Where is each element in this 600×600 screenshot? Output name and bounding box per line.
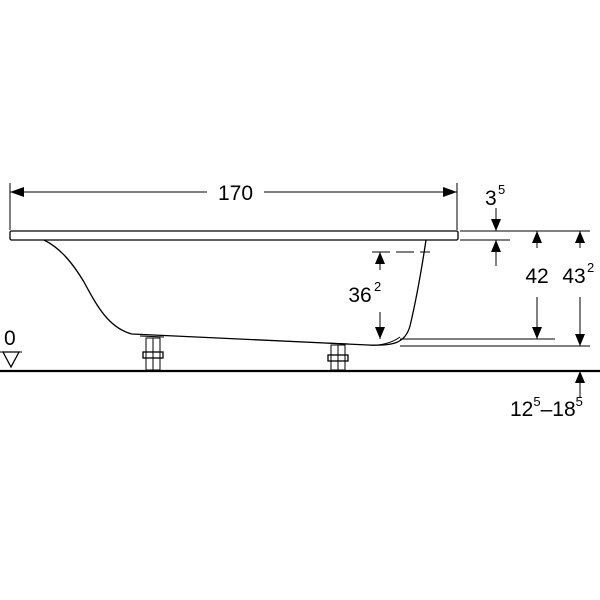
depth-arrow-bottom: [532, 327, 542, 339]
bathtub-rim: [9, 230, 459, 241]
depth-label: 42: [525, 265, 548, 288]
total-height-arrow-top: [575, 231, 585, 243]
depth-dimension: 42: [525, 231, 549, 339]
rim-thickness-arrow-top: [491, 219, 501, 231]
feet-min-exp: 5: [533, 394, 540, 409]
left-foot-top-plate: [139, 335, 165, 338]
floor-level-label: 0: [4, 327, 16, 350]
floor: 0: [0, 327, 600, 373]
right-foot-top-plate: [324, 342, 350, 345]
feet-range-dash: –: [541, 398, 553, 421]
length-dimension: 170: [9, 182, 458, 230]
rim-thickness-dimension: 3 5: [485, 182, 505, 266]
right-extension-lines: [372, 230, 590, 347]
inner-depth-dimension: 36 2: [348, 252, 385, 339]
feet-height-arrow: [575, 371, 585, 383]
feet-height-label: 125–185: [510, 394, 583, 421]
total-height-arrow-bottom: [575, 334, 585, 346]
bathtub-drain-curve: [367, 336, 401, 346]
inner-depth-arrow-top: [375, 252, 385, 264]
total-height-dimension: 43 2: [562, 231, 594, 346]
left-foot: [139, 335, 165, 371]
feet-height-dimension: 125–185: [510, 371, 585, 421]
length-arrow-left: [10, 187, 24, 197]
length-arrow-right: [443, 187, 457, 197]
total-height-label-exp: 2: [587, 260, 594, 275]
rim-thickness-label: 3: [485, 187, 497, 210]
depth-arrow-top: [532, 231, 542, 243]
rim-thickness-label-exp: 5: [498, 182, 505, 197]
total-height-label: 43: [562, 265, 585, 288]
right-foot: [324, 342, 350, 371]
inner-depth-label: 36: [348, 284, 371, 307]
floor-level-triangle: [1, 351, 21, 369]
feet-max-base: 18: [552, 398, 575, 421]
length-label: 170: [218, 182, 253, 205]
right-foot-nut: [327, 354, 349, 362]
inner-depth-label-exp: 2: [374, 279, 381, 294]
feet-min-base: 12: [510, 398, 533, 421]
rim-thickness-arrow-bottom: [491, 240, 501, 252]
left-foot-nut: [142, 351, 164, 359]
bathtub-body: [9, 230, 459, 346]
feet-max-exp: 5: [576, 394, 583, 409]
inner-depth-arrow-bottom: [375, 327, 385, 339]
